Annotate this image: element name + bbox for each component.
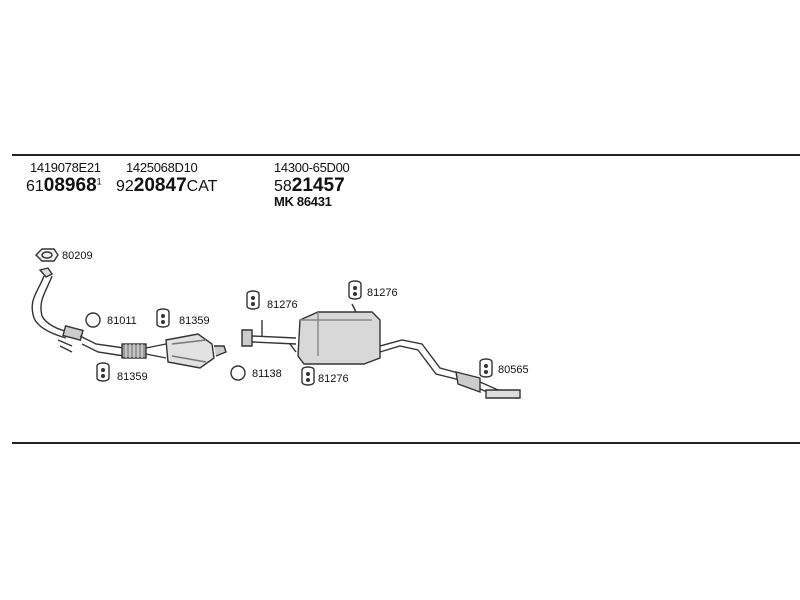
part-number-2: 9220847CAT bbox=[116, 175, 218, 196]
hanger-hole-icon bbox=[101, 286, 488, 382]
mk-number: MK 86431 bbox=[274, 194, 332, 209]
sealing-ring-icon bbox=[85, 312, 101, 328]
label-81138: 81138 bbox=[252, 368, 282, 380]
tail-pipe bbox=[379, 339, 519, 393]
top-divider-line bbox=[12, 154, 800, 156]
bottom-divider-line bbox=[12, 442, 800, 444]
label-80565: 80565 bbox=[498, 364, 529, 376]
label-81011: 81011 bbox=[107, 315, 137, 327]
label-81276-a: 81276 bbox=[267, 299, 298, 311]
sealing-ring-icon bbox=[230, 365, 246, 381]
label-81276-b: 81276 bbox=[367, 287, 398, 299]
front-pipe bbox=[38, 267, 54, 278]
catalytic-converter bbox=[165, 333, 215, 369]
label-81276-c: 81276 bbox=[318, 373, 349, 385]
part-number-3: 5821457 bbox=[274, 175, 345, 196]
ref-number-3: 14300-65D00 bbox=[274, 160, 350, 175]
gasket-shape bbox=[35, 248, 59, 262]
ref-number-2: 1425068D10 bbox=[126, 160, 198, 175]
ref-number-1: 1419078E21 bbox=[30, 160, 101, 175]
label-80209: 80209 bbox=[62, 250, 93, 262]
intermediate-pipe bbox=[241, 329, 253, 347]
part-number-1: 61089681 bbox=[26, 175, 102, 196]
label-81359-b: 81359 bbox=[117, 371, 148, 383]
label-81359-a: 81359 bbox=[179, 315, 210, 327]
